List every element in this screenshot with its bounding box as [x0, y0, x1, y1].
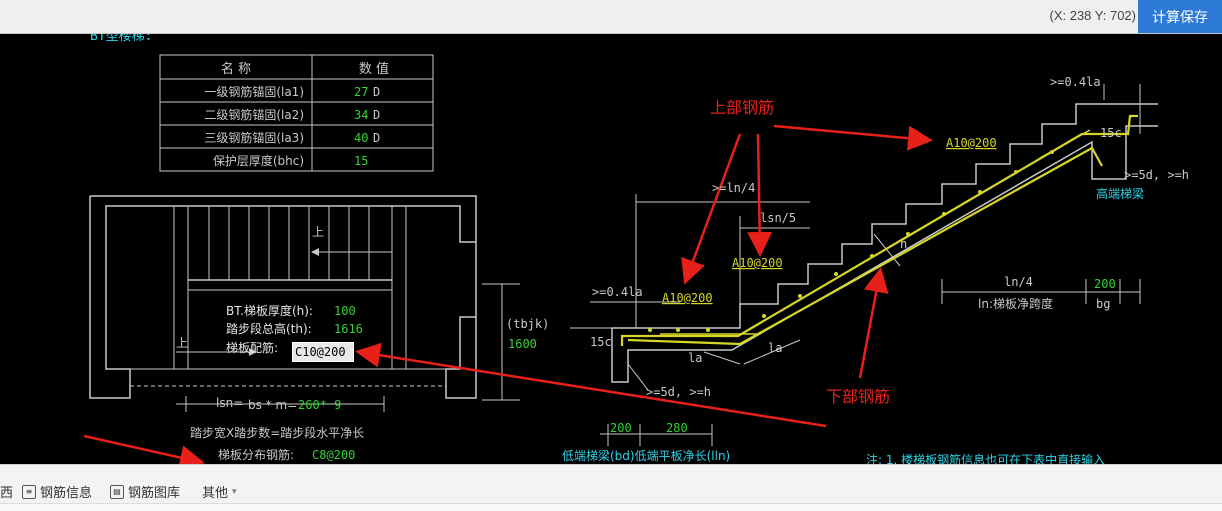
rebar-library-label: 钢筋图库 [128, 486, 181, 501]
step-caption: 踏步宽X踏步数=踏步段水平净长 [190, 425, 364, 440]
thickness-label: BT.梯板厚度(h): [226, 303, 313, 318]
dim-ln4-right: ln/4 [1004, 275, 1033, 289]
other-dropdown[interactable]: 其他 ▾ [202, 482, 237, 501]
lsn-prefix: lsn= [216, 396, 243, 410]
table-cell-name: 二级钢筋锚固(la2) [204, 107, 304, 122]
table-cell-name: 保护层厚度(bhc) [213, 153, 304, 168]
dim-15c-right: 15c [1100, 126, 1122, 140]
dim-5d-right: >=5d, >=h [1124, 168, 1189, 182]
thickness-value[interactable]: 100 [334, 304, 356, 318]
dist-rebar-label: 梯板分布钢筋: [218, 447, 294, 462]
status-line [0, 503, 1222, 511]
bg-label: bg [1096, 297, 1110, 311]
rebar-input-field[interactable]: C10@200 [292, 342, 354, 362]
rebar-spec-mid[interactable]: A10@200 [732, 256, 783, 270]
dim-04la-left: >=0.4la [592, 285, 643, 299]
stair-drawing: BT型楼梯: 名 称 数 值 一级钢筋锚固(la1) 27 D 二级钢筋锚固(l… [83, 34, 1189, 464]
dim-la: la [688, 351, 702, 365]
bg-value[interactable]: 200 [1094, 277, 1116, 291]
rebar-library-button[interactable]: ▤ 钢筋图库 [110, 482, 180, 501]
low-beam-caption: 低端梯梁(bd)低端平板净长(lln) [562, 448, 730, 463]
stair-plan-view [89, 195, 520, 412]
table-cell-value[interactable]: 40 [354, 131, 368, 145]
toolbar-item-partial-label: 西 [0, 486, 14, 501]
rebar-lines [620, 114, 1138, 346]
note-text: 注: 1. 楼梯板钢筋信息也可在下表中直接输入 [866, 452, 1105, 464]
dim-h: h [900, 237, 907, 251]
rebar-spec-left[interactable]: A10@200 [662, 291, 713, 305]
library-icon: ▤ [110, 484, 124, 499]
calc-save-button[interactable]: 计算保存 [1138, 0, 1222, 33]
drawing-canvas[interactable]: BT型楼梯: 名 称 数 值 一级钢筋锚固(la1) 27 D 二级钢筋锚固(l… [0, 34, 1222, 464]
dim-lsn5: lsn/5 [760, 211, 796, 225]
dim-ln4-top: >=ln/4 [712, 181, 755, 195]
toolbar-item-partial[interactable]: 西 [0, 482, 13, 501]
high-beam-label: 高端梯梁 [1096, 186, 1144, 201]
tbjk-value[interactable]: 1600 [508, 337, 537, 351]
upper-rebar-label: 上部钢筋 [710, 98, 774, 117]
ln-caption: ln:梯板净跨度 [978, 296, 1053, 311]
rebar-dots [648, 150, 1054, 332]
table-cell-value[interactable]: 15 [354, 154, 368, 168]
table-cell-unit: D [373, 131, 380, 145]
rebar-info-label: 钢筋信息 [40, 486, 93, 501]
tbjk-label: (tbjk) [506, 317, 549, 331]
chevron-down-icon: ▾ [232, 486, 237, 497]
table-cell-name: 一级钢筋锚固(la1) [204, 84, 304, 99]
bd-value[interactable]: 200 [610, 421, 632, 435]
total-height-label: 踏步段总高(th): [226, 321, 312, 336]
drawing-title: BT型楼梯: [90, 34, 152, 44]
dim-5d-left: >=5d, >=h [646, 385, 711, 399]
lsn-formula: bs * m= [248, 398, 297, 412]
dim-15c-left: 15c [590, 335, 612, 349]
lsn-value[interactable]: 260* 9 [298, 398, 341, 412]
dim-la: la [768, 341, 782, 355]
anchorage-table: 名 称 数 值 一级钢筋锚固(la1) 27 D 二级钢筋锚固(la2) 34 … [159, 54, 434, 172]
other-label: 其他 [202, 486, 229, 501]
table-header-name: 名 称 [221, 61, 251, 77]
rebar-label: 梯板配筋: [226, 340, 278, 355]
list-icon: ≡ [22, 484, 36, 499]
stair-section-view [570, 84, 1158, 446]
table-cell-name: 三级钢筋锚固(la3) [204, 130, 304, 145]
coordinate-readout: (X: 238 Y: 702) [1049, 8, 1137, 23]
up-label: 上 [312, 225, 324, 239]
up-label: 上 [176, 336, 188, 350]
table-header-value: 数 值 [359, 61, 389, 77]
annotation-arrows [83, 124, 933, 464]
rebar-spec-top[interactable]: A10@200 [946, 136, 997, 150]
dim-04la-top: >=0.4la [1050, 75, 1101, 89]
table-cell-unit: D [373, 85, 380, 99]
lln-value[interactable]: 280 [666, 421, 688, 435]
table-cell-value[interactable]: 27 [354, 85, 368, 99]
top-bar: (X: 238 Y: 702) 计算保存 [0, 0, 1222, 34]
table-cell-unit: D [373, 108, 380, 122]
lower-rebar-label: 下部钢筋 [826, 387, 890, 406]
rebar-info-button[interactable]: ≡ 钢筋信息 [22, 482, 92, 501]
dist-rebar-value[interactable]: C8@200 [312, 448, 355, 462]
total-height-value[interactable]: 1616 [334, 322, 363, 336]
table-cell-value[interactable]: 34 [354, 108, 368, 122]
